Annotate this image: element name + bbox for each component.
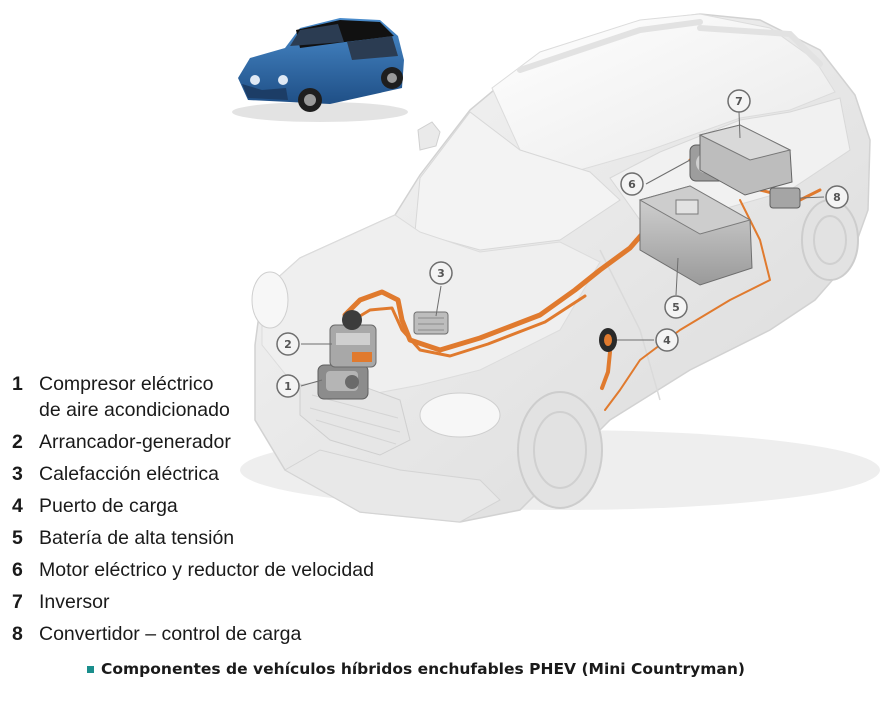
- caption-bullet-icon: [87, 665, 94, 673]
- legend-number: 1: [12, 373, 23, 395]
- legend-number: 6: [12, 559, 23, 581]
- callout-number-1: 1: [284, 380, 292, 393]
- legend-item: 8 Convertidor – control de carga: [12, 618, 432, 650]
- callout-number-8: 8: [833, 191, 841, 204]
- legend-label: Convertidor – control de carga: [39, 623, 302, 645]
- legend-item: 7 Inversor: [12, 586, 432, 618]
- component-legend: 1 Compresor eléctrico de aire acondicion…: [12, 371, 432, 650]
- callout-badge-2: 2: [276, 332, 300, 356]
- legend-number: 4: [12, 495, 23, 517]
- legend-item: 1 Compresor eléctrico de aire acondicion…: [12, 371, 432, 423]
- legend-number: 2: [12, 431, 23, 453]
- front-wheel: [517, 391, 603, 509]
- legend-item: 5 Batería de alta tensión: [12, 522, 432, 554]
- legend-label: Arrancador-generador: [39, 431, 231, 453]
- component-4-charging-port: [599, 328, 617, 352]
- callout-badge-7: 7: [727, 89, 751, 113]
- callout-badge-4: 4: [655, 328, 679, 352]
- rear-wheel: [801, 199, 859, 281]
- mini-countryman-thumbnail-icon: [232, 18, 408, 122]
- component-5-hv-battery: [638, 185, 753, 286]
- callout-badge-6: 6: [620, 172, 644, 196]
- callout-number-2: 2: [284, 338, 292, 351]
- callout-number-3: 3: [437, 267, 445, 280]
- legend-number: 3: [12, 463, 23, 485]
- component-2-starter-generator: [329, 310, 377, 368]
- legend-label: Motor eléctrico y reductor de velocidad: [39, 559, 374, 581]
- legend-item: 6 Motor eléctrico y reductor de velocida…: [12, 554, 432, 586]
- legend-item: 3 Calefacción eléctrica: [12, 458, 432, 490]
- legend-label: Compresor eléctrico de aire acondicionad…: [39, 373, 230, 421]
- component-3-electric-heater: [413, 311, 449, 335]
- callout-badge-8: 8: [825, 185, 849, 209]
- legend-label: Puerto de carga: [39, 495, 178, 517]
- callout-badge-3: 3: [429, 261, 453, 285]
- component-7-inverter: [698, 124, 793, 196]
- callout-leaders: [300, 111, 825, 387]
- caption-text: Componentes de vehículos híbridos enchuf…: [101, 660, 745, 678]
- callout-number-6: 6: [628, 178, 636, 191]
- legend-number: 5: [12, 527, 23, 549]
- callout-number-4: 4: [663, 334, 671, 347]
- callout-number-5: 5: [672, 301, 680, 314]
- legend-item: 2 Arrancador-generador: [12, 426, 432, 458]
- legend-number: 8: [12, 623, 23, 645]
- component-1-ac-compressor: [317, 364, 369, 400]
- callout-number-7: 7: [735, 95, 743, 108]
- legend-label: Batería de alta tensión: [39, 527, 235, 549]
- legend-label: Calefacción eléctrica: [39, 463, 219, 485]
- legend-item: 4 Puerto de carga: [12, 490, 432, 522]
- legend-number: 7: [12, 591, 23, 613]
- callout-badge-1: 1: [276, 374, 300, 398]
- component-8-charge-converter: [769, 187, 801, 209]
- legend-label: Inversor: [39, 591, 110, 613]
- callout-badge-5: 5: [664, 295, 688, 319]
- figure-caption: Componentes de vehículos híbridos enchuf…: [87, 660, 745, 678]
